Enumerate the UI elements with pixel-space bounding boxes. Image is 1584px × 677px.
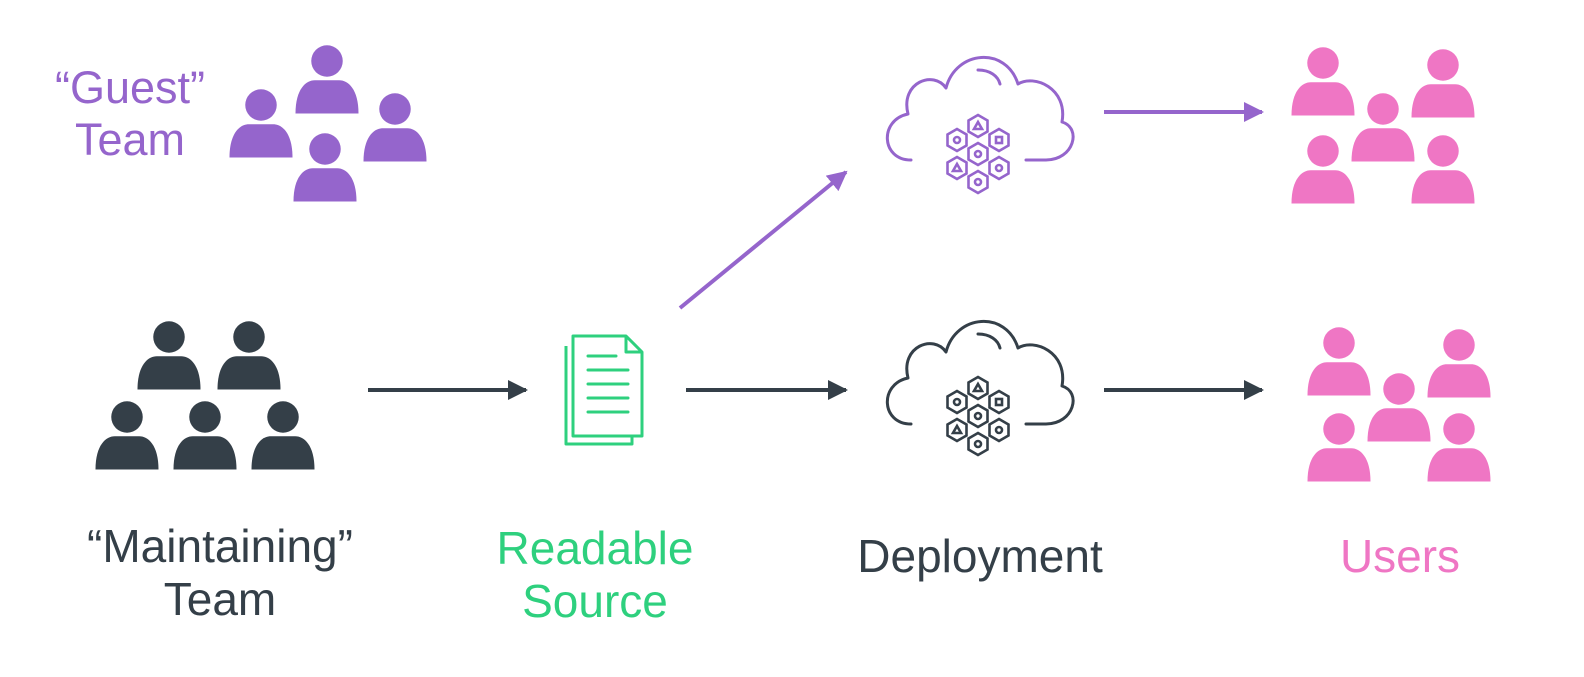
- deployment-label: Deployment: [857, 530, 1103, 582]
- guest-team-people-group-icon: [229, 45, 427, 202]
- users-bottom-people-group-icon: [1307, 327, 1491, 482]
- users-label: Users: [1339, 530, 1461, 582]
- guest-team-label: “Guest” Team: [54, 62, 206, 165]
- deployment-cloud-icon: [885, 319, 1075, 457]
- guest-deployment-cloud-icon: [885, 55, 1075, 195]
- maintaining-team-label: “Maintaining” Team: [87, 520, 353, 625]
- readable-source-document-stack-icon: [564, 334, 644, 446]
- arrow-source-to-guest-deployment: [678, 170, 848, 310]
- readable-source-label: Readable Source: [496, 522, 694, 627]
- maintaining-team-people-group-icon: [95, 321, 315, 470]
- users-top-people-group-icon: [1291, 47, 1475, 204]
